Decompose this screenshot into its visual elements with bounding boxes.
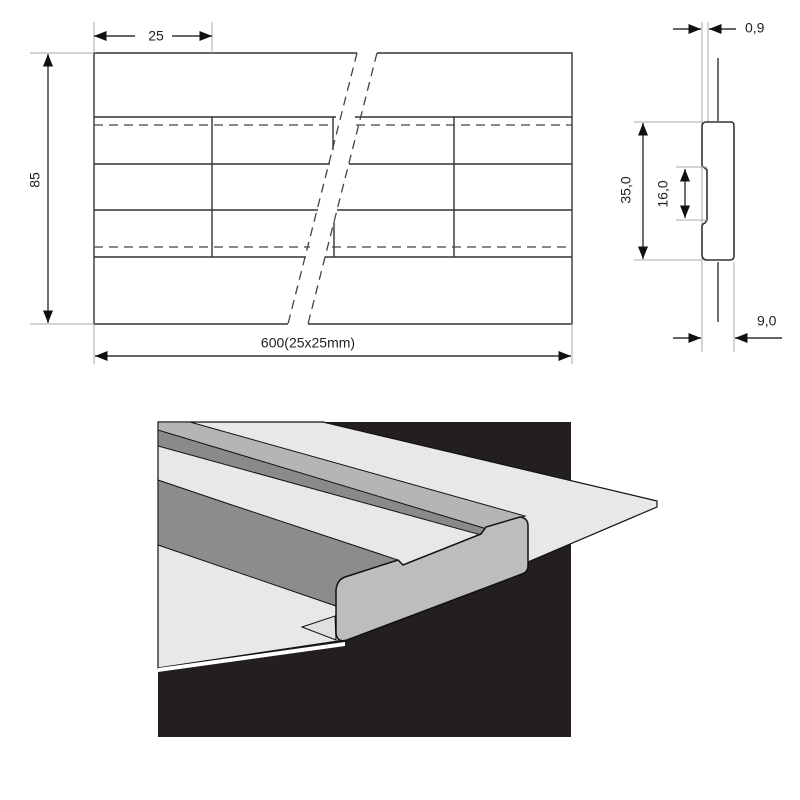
dimension-groove: 16,0 [655, 166, 707, 221]
profile-section [701, 121, 735, 261]
front-view: 25 85 600(25x25mm) [27, 22, 573, 364]
width-dimension-label: 600(25x25mm) [261, 335, 355, 351]
dimension-height: 85 [27, 52, 94, 325]
module-dimension-label: 25 [148, 28, 164, 44]
dimension-profile-height: 35,0 [618, 121, 702, 261]
front-outline [93, 52, 573, 325]
dimension-thickness: 0,9 [673, 20, 765, 36]
depth-dimension-label: 9,0 [757, 313, 777, 329]
height-dimension-label: 85 [27, 172, 43, 188]
break-line [287, 52, 378, 325]
dimension-module: 25 [93, 22, 213, 53]
profile-height-label: 35,0 [618, 176, 634, 203]
dimension-width: 600(25x25mm) [93, 324, 573, 364]
dimension-depth: 9,0 [673, 313, 782, 344]
section-view: 0,9 35,0 16,0 9,0 [618, 20, 782, 352]
groove-height-label: 16,0 [655, 180, 671, 207]
tile-grid [94, 116, 572, 258]
thickness-dimension-label: 0,9 [745, 20, 765, 36]
profile-front-face [335, 516, 529, 642]
profile-3d-illustration [157, 421, 658, 737]
